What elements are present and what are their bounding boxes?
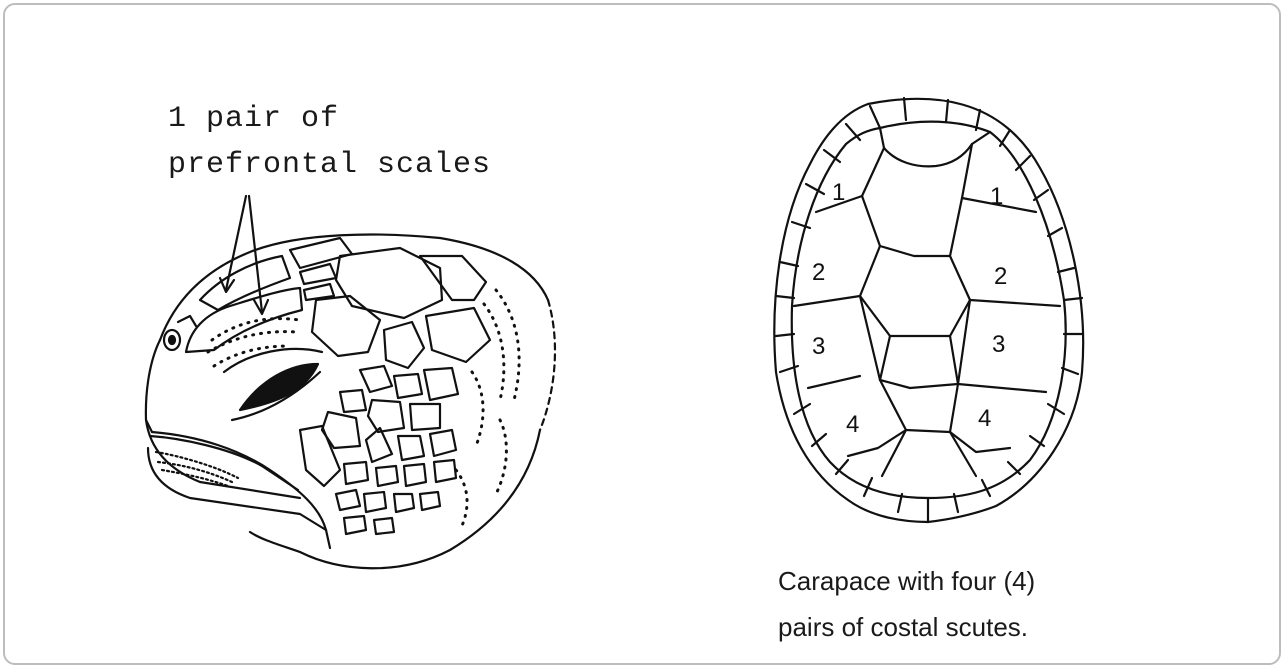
left-costal-2: 2: [812, 259, 825, 286]
right-costal-numbers: 1 2 3 4: [978, 183, 1007, 432]
caption-line2: pairs of costal scutes.: [778, 604, 1035, 650]
left-costal-3: 3: [812, 333, 825, 360]
head-scales: [290, 238, 490, 534]
right-costal-2: 2: [994, 263, 1007, 290]
left-costal-numbers: 1 2 3 4: [812, 179, 859, 438]
right-costal-3: 3: [992, 331, 1005, 358]
carapace-caption: Carapace with four (4) pairs of costal s…: [778, 558, 1035, 650]
carapace-outline: [774, 99, 1083, 522]
left-costal-1: 1: [832, 179, 845, 206]
caption-line1: Carapace with four (4): [778, 558, 1035, 604]
right-costal-4: 4: [978, 405, 991, 432]
right-costal-1: 1: [990, 183, 1003, 210]
eye: [224, 349, 322, 420]
left-costal-4: 4: [846, 411, 859, 438]
